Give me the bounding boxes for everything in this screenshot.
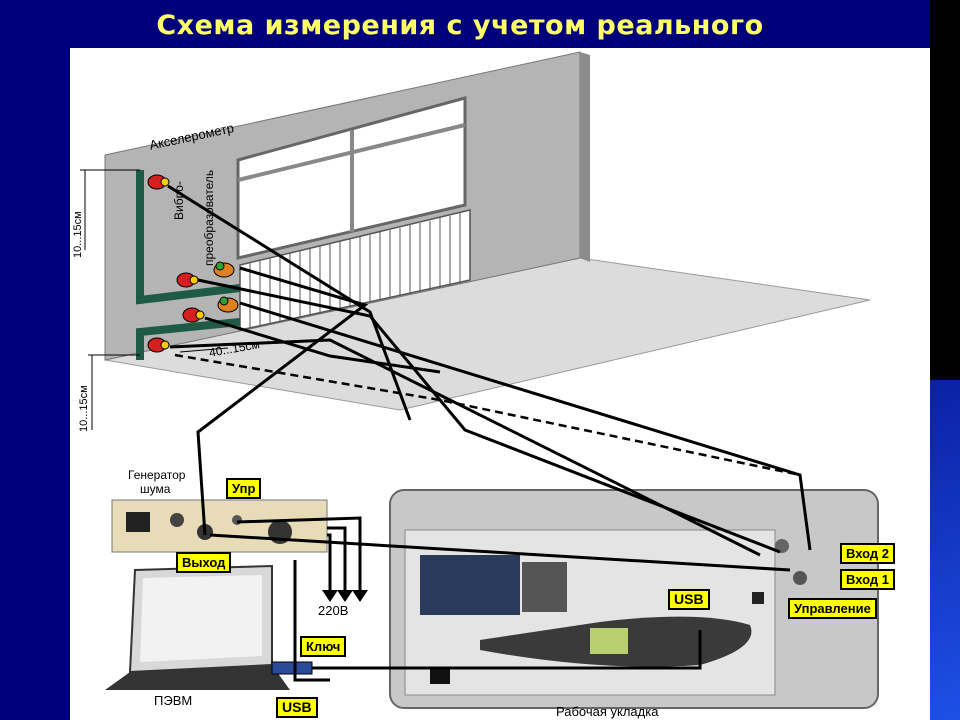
radiator-fins (249, 213, 461, 328)
generator-label-2: шума (140, 482, 171, 496)
work-case-label: Рабочая укладка (556, 704, 659, 719)
usb-label-right: USB (668, 589, 710, 610)
cables (167, 184, 812, 682)
wall-edge (580, 52, 590, 262)
pc-label: ПЭВМ (154, 693, 193, 708)
laptop-base (105, 665, 290, 690)
power-220v-label: 220В (318, 603, 349, 618)
input2-label: Вход 2 (840, 543, 895, 564)
key-label: Ключ (300, 636, 347, 657)
generator-label-1: Генератор (128, 468, 186, 482)
management-label: Управление (788, 598, 877, 619)
heating-pipe-upper (136, 170, 241, 305)
usb-key (271, 661, 313, 675)
dimension-label-bottom: 10...15см (78, 385, 90, 432)
vibro-label-2: преобразователь (202, 169, 216, 266)
power-arrows (322, 590, 368, 602)
usb-label-left: USB (276, 697, 318, 718)
page-title: Схема измерения с учетом реального (156, 10, 764, 41)
dimension-marks (80, 169, 229, 430)
vibro-label-1: Вибро- (172, 181, 186, 220)
dashed-cable (174, 353, 801, 477)
sensors (147, 174, 239, 353)
output-label: Выход (176, 552, 232, 573)
heating-pipe-lower (136, 318, 241, 360)
control-label: Упр (226, 478, 262, 499)
dimension-label-top: 10...15см (72, 211, 84, 258)
input1-label: Вход 1 (840, 569, 895, 590)
